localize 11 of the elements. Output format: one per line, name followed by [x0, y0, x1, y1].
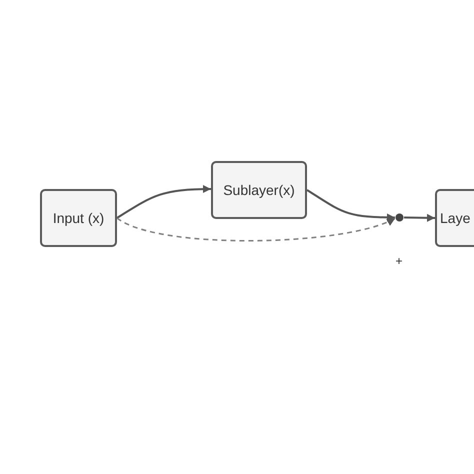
junction-dot [395, 213, 404, 222]
arrow [404, 214, 436, 222]
process-box [40, 189, 117, 247]
process-box [211, 161, 307, 219]
box-label: Sublayer(x) [223, 182, 295, 198]
box-label: Laye [440, 210, 470, 226]
arrow [116, 185, 212, 219]
plus-sign: + [396, 255, 403, 267]
arrow [306, 189, 395, 222]
arrow [116, 217, 396, 242]
box-label: Input (x) [52, 210, 104, 226]
